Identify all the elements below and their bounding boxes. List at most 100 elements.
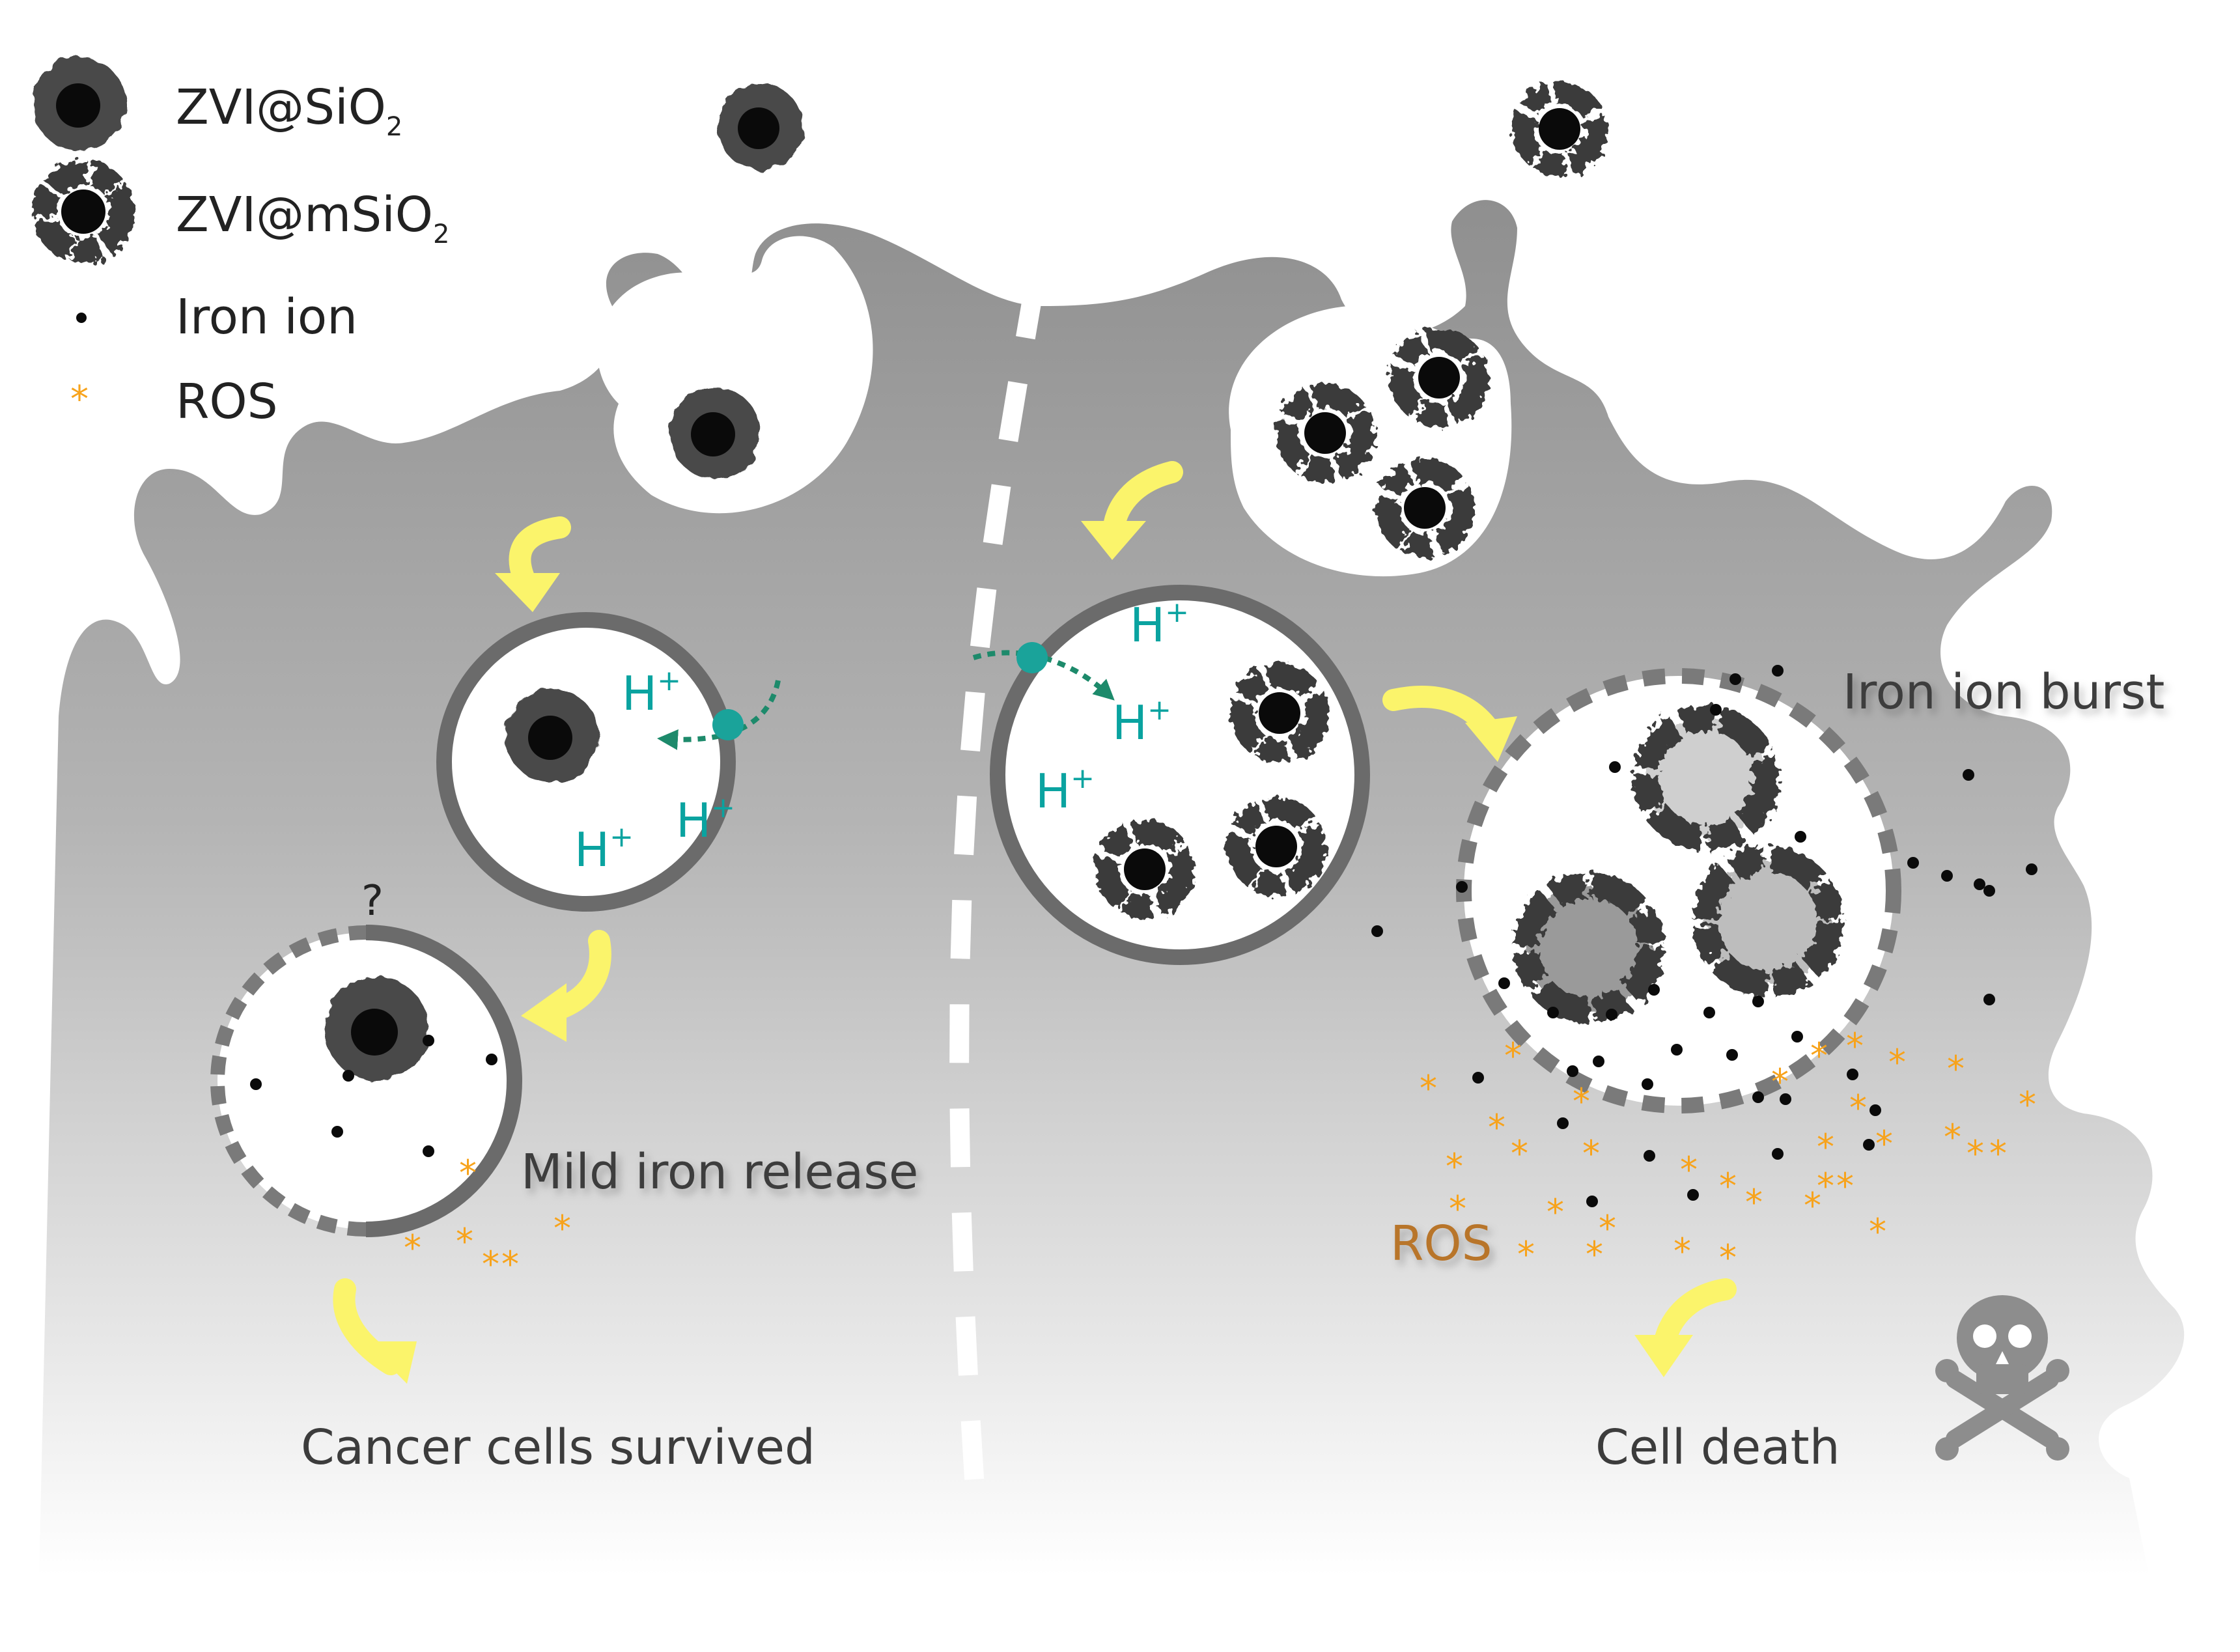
particle-shell bbox=[1390, 328, 1489, 427]
svg-text:*: * bbox=[1719, 1166, 1737, 1207]
svg-text:*: * bbox=[456, 1221, 473, 1262]
ros-stars-left: * * * * * * bbox=[404, 1153, 571, 1285]
question-mark: ? bbox=[361, 877, 384, 925]
legend-label-ros: ROS bbox=[176, 374, 278, 430]
particle-shell bbox=[1276, 384, 1375, 483]
arrowhead-5 bbox=[1465, 716, 1517, 762]
svg-text:*: * bbox=[1673, 1231, 1691, 1272]
svg-text:*: * bbox=[459, 1153, 477, 1194]
legend-solid-particle bbox=[33, 57, 126, 151]
svg-text:*: * bbox=[1944, 1117, 1961, 1158]
svg-text:*: * bbox=[1771, 1061, 1789, 1102]
meso-particle-outside bbox=[1512, 81, 1607, 176]
skull-crossbones-icon bbox=[1935, 1295, 2069, 1461]
svg-text:*: * bbox=[1817, 1127, 1834, 1168]
particle-core bbox=[351, 1009, 398, 1056]
svg-text:*: * bbox=[1586, 1234, 1603, 1275]
transporter-dot-middle bbox=[1016, 642, 1048, 673]
svg-text:*: * bbox=[1517, 1234, 1535, 1275]
iron-ion-dot-icon bbox=[76, 313, 87, 323]
particle-shell bbox=[1375, 458, 1474, 557]
proton-labels: H+ H+ H+ H+ H+ H+ bbox=[574, 596, 1189, 877]
legend-mesoporous-particle bbox=[32, 160, 135, 263]
dissolving-particles-burst bbox=[1513, 705, 1843, 1023]
solid-particle-outside bbox=[718, 84, 804, 170]
particle-core bbox=[528, 716, 572, 760]
svg-text:*: * bbox=[501, 1244, 519, 1285]
svg-text:*: * bbox=[2019, 1084, 2036, 1125]
arrowhead-6 bbox=[1634, 1335, 1693, 1377]
legend-label-solid: ZVI@SiO2 bbox=[176, 79, 402, 142]
svg-text:*: * bbox=[1582, 1133, 1600, 1174]
proton-label: H+ bbox=[1130, 596, 1189, 652]
survived-label: Cancer cells survived bbox=[301, 1420, 815, 1476]
particle-core bbox=[1539, 108, 1580, 150]
legend: ZVI@SiO2 ZVI@mSiO2 Iron ion ROS bbox=[176, 79, 449, 430]
proton-transporter-left bbox=[657, 680, 781, 750]
solid-particle-pocket bbox=[669, 387, 761, 479]
svg-text:*: * bbox=[1504, 1035, 1522, 1076]
proton-label: H+ bbox=[622, 664, 681, 721]
solid-particle-lysosome bbox=[505, 689, 599, 783]
particle-shell bbox=[1512, 81, 1607, 176]
proton-label: H+ bbox=[1112, 693, 1171, 750]
particle-shell bbox=[1095, 820, 1194, 919]
svg-text:*: * bbox=[1849, 1087, 1867, 1128]
svg-text:*: * bbox=[1547, 1192, 1564, 1233]
iron-ions-degraded bbox=[250, 1035, 497, 1157]
svg-text:*: * bbox=[1836, 1166, 1854, 1207]
legend-label-iron-ion: Iron ion bbox=[176, 289, 357, 345]
svg-text:*: * bbox=[1745, 1182, 1763, 1223]
dissolving-shell bbox=[1692, 846, 1843, 997]
svg-text:*: * bbox=[404, 1227, 421, 1268]
particle-shell bbox=[1227, 797, 1326, 896]
proton-label: H+ bbox=[676, 791, 735, 848]
svg-text:*: * bbox=[1420, 1068, 1437, 1109]
svg-text:*: * bbox=[1446, 1146, 1463, 1187]
arrowhead-3 bbox=[365, 1341, 417, 1384]
meso-particles-lysosome bbox=[1095, 664, 1329, 919]
mild-release-label: Mild iron release bbox=[521, 1144, 918, 1200]
legend-label-mesoporous: ZVI@mSiO2 bbox=[176, 187, 449, 249]
particle-core bbox=[1404, 487, 1446, 529]
dissolving-shell bbox=[1513, 872, 1664, 1023]
svg-text:*: * bbox=[1573, 1081, 1590, 1122]
endocytic-pocket-left bbox=[597, 236, 873, 514]
proton-influx-arrow-middle bbox=[972, 650, 1115, 701]
iron-burst-label: Iron ion burst bbox=[1843, 664, 2164, 720]
particle-core bbox=[1259, 692, 1300, 734]
svg-text:*: * bbox=[1947, 1048, 1965, 1089]
particle-core bbox=[738, 107, 779, 149]
svg-text:*: * bbox=[1817, 1166, 1834, 1207]
ros-star-icon: * bbox=[70, 378, 89, 421]
degraded-lysosome-left bbox=[217, 932, 514, 1229]
svg-text:*: * bbox=[1599, 1208, 1616, 1249]
svg-text:*: * bbox=[1869, 1211, 1886, 1252]
svg-text:*: * bbox=[1875, 1123, 1893, 1164]
particle-core bbox=[691, 412, 735, 456]
degraded-lysosome-intact-arc bbox=[365, 925, 522, 1237]
svg-text:*: * bbox=[1846, 1026, 1864, 1067]
particle-core bbox=[1418, 357, 1460, 399]
ros-label: ROS bbox=[1390, 1216, 1492, 1272]
degraded-lysosome-dashed-arc bbox=[210, 925, 367, 1237]
proton-label: H+ bbox=[1035, 762, 1095, 819]
particle-core bbox=[1304, 412, 1346, 454]
meso-particles-pocket bbox=[1276, 328, 1489, 557]
mesoporous-nanoparticle-icon bbox=[32, 160, 135, 263]
svg-text:*: * bbox=[1810, 1035, 1828, 1076]
svg-text:*: * bbox=[1488, 1107, 1505, 1148]
particle-core bbox=[1124, 848, 1166, 890]
arrowhead-2 bbox=[521, 983, 567, 1042]
flow-arrow-heads bbox=[365, 521, 1693, 1384]
transporter-dot-left bbox=[712, 709, 744, 740]
svg-text:*: * bbox=[482, 1244, 499, 1285]
svg-text:*: * bbox=[1989, 1133, 2007, 1174]
svg-text:*: * bbox=[553, 1208, 571, 1249]
particle-core bbox=[56, 83, 100, 128]
svg-text:*: * bbox=[1804, 1185, 1821, 1226]
svg-text:*: * bbox=[1719, 1237, 1737, 1278]
svg-text:*: * bbox=[1449, 1188, 1466, 1229]
